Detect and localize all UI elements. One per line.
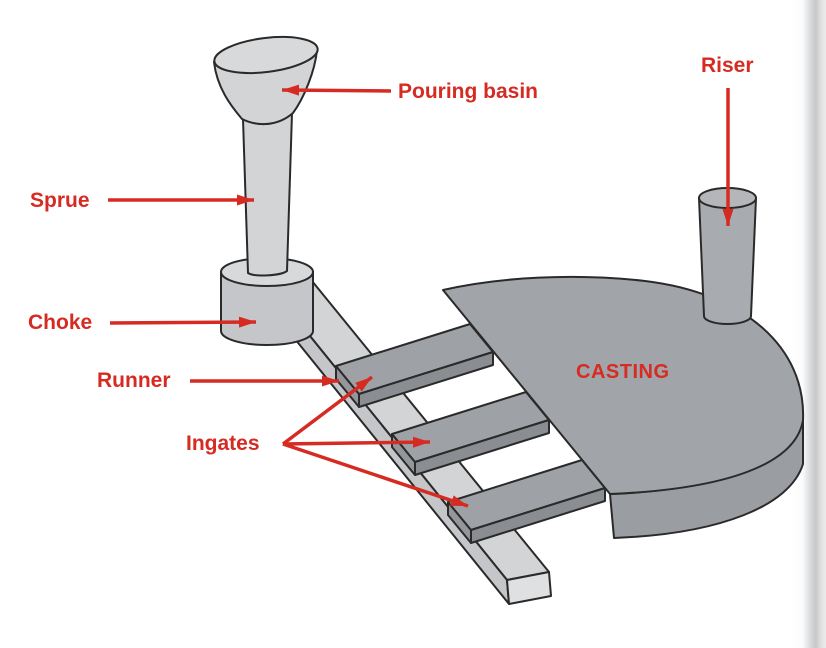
pouring-basin-arrow — [281, 84, 392, 96]
ingates-arrow-3 — [282, 442, 469, 508]
pouring-basin-top-opening — [213, 35, 319, 75]
page-edge-shading — [790, 0, 826, 648]
casting-shape — [442, 275, 805, 539]
label-pouring-basin: Pouring basin — [398, 80, 539, 103]
label-choke: Choke — [28, 311, 93, 334]
ingate-2-shape — [391, 391, 550, 476]
ingates-arrow-2 — [282, 436, 431, 448]
ingate-2-front-face — [414, 419, 550, 476]
pouring-basin-shape — [213, 35, 319, 126]
riser-body — [698, 197, 757, 325]
ingate-1-front-face — [358, 351, 494, 408]
runner-end-face — [506, 571, 552, 605]
sprue-shape — [242, 112, 293, 277]
label-runner: Runner — [97, 369, 171, 392]
choke-arrow — [109, 316, 257, 328]
label-riser: Riser — [701, 54, 754, 77]
ingate-1-shape — [335, 323, 494, 408]
label-sprue: Sprue — [30, 189, 90, 212]
label-arrows — [108, 84, 734, 508]
casting-top-face — [442, 275, 805, 495]
ingate-3-front-face — [470, 487, 606, 544]
ingates-arrow-1 — [281, 375, 374, 446]
ingate-3-shape — [447, 459, 606, 544]
label-ingates: Ingates — [186, 432, 260, 455]
label-casting: CASTING — [576, 361, 670, 383]
